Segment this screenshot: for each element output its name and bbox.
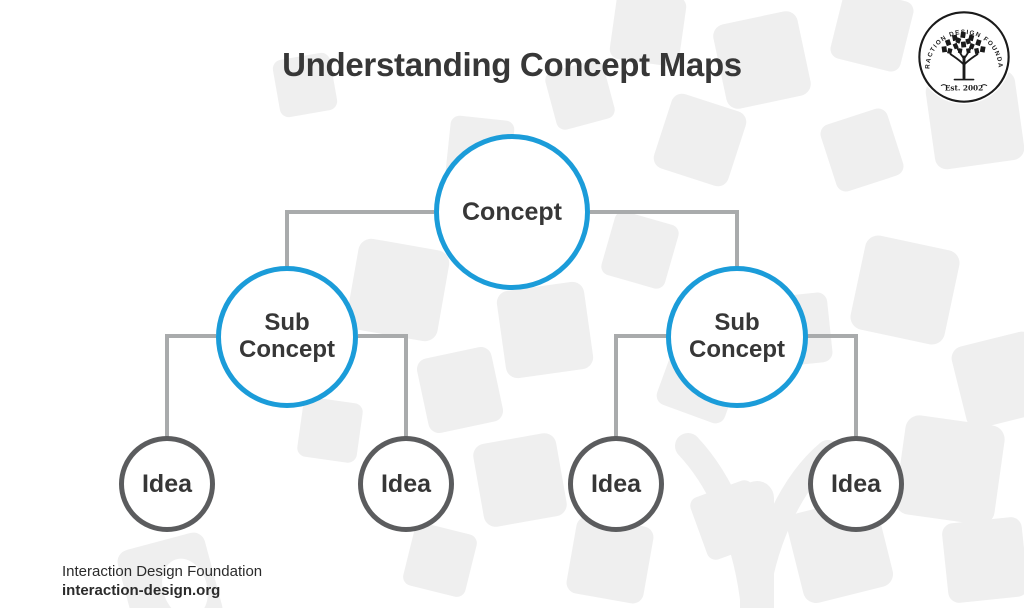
interaction-design-foundation-logo: INTERACTION DESIGN FOUNDATION <box>913 4 1012 105</box>
edge-subright-idea4 <box>807 334 858 440</box>
edge-subright-idea3 <box>614 334 667 440</box>
page-title: Understanding Concept Maps <box>282 46 742 83</box>
sub-concept-right-label: Sub Concept <box>689 309 785 363</box>
logo-ring <box>918 11 1010 103</box>
idea-node-3-label: Idea <box>590 470 642 498</box>
sub-concept-node-right: Sub Concept <box>666 266 808 408</box>
footer-website: interaction-design.org <box>62 581 221 599</box>
logo-left-flourish <box>940 84 948 87</box>
concept-node-label: Concept <box>462 198 562 226</box>
idea-node-1: Idea <box>119 436 215 532</box>
concept-node: Concept <box>434 134 590 290</box>
idea-node-1-label: Idea <box>141 470 193 498</box>
footer-org-name: Interaction Design Foundation <box>62 563 263 580</box>
edge-subleft-idea1 <box>165 334 216 440</box>
idea-node-2: Idea <box>358 436 454 532</box>
sub-concept-left-label: Sub Concept <box>239 309 335 363</box>
sub-concept-node-left: Sub Concept <box>216 266 358 408</box>
logo-right-flourish <box>980 84 988 87</box>
edge-concept-subright <box>590 210 739 276</box>
footer-attribution: Interaction Design Foundation interactio… <box>62 563 262 601</box>
idea-node-4: Idea <box>808 436 904 532</box>
idea-node-2-label: Idea <box>380 470 432 498</box>
logo-established-text: Est. 2002 <box>945 84 983 93</box>
idea-node-4-label: Idea <box>830 470 882 498</box>
edge-concept-subleft <box>285 210 434 276</box>
tree-icon <box>941 31 986 81</box>
idea-node-3: Idea <box>568 436 664 532</box>
edge-subleft-idea2 <box>358 334 408 440</box>
